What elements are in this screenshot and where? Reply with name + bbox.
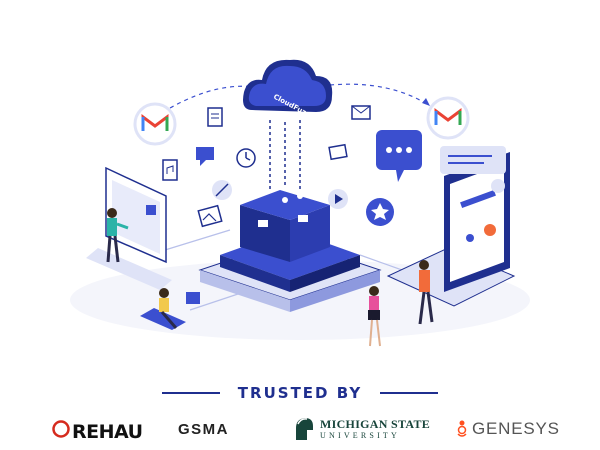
audio-file-icon xyxy=(162,159,178,181)
michigan-state-logo: MICHIGAN STATE UNIVERSITY xyxy=(293,414,430,444)
cloud-migration-illustration: CloudFuze xyxy=(70,59,530,347)
rehau-mark-icon xyxy=(52,420,70,438)
clock-icon xyxy=(236,148,256,168)
sync-path-right xyxy=(329,83,431,107)
laptop xyxy=(386,146,516,307)
gmail-icon xyxy=(133,102,177,146)
feather-icon xyxy=(212,180,232,200)
genesys-wordmark: GENESYS xyxy=(472,419,560,438)
msu-line2: UNIVERSITY xyxy=(320,431,400,440)
gsma-wordmark: GSMA xyxy=(178,420,229,438)
client-logos: REHAU GSMA MICHIGAN STATE UNIVERSITY GEN… xyxy=(0,408,600,448)
divider-right xyxy=(380,392,439,394)
divider-left xyxy=(161,392,220,394)
rehau-wordmark: REHAU xyxy=(72,421,143,443)
mail-icon xyxy=(351,105,371,120)
server-stack xyxy=(198,190,382,312)
person-figure xyxy=(418,260,434,325)
video-icon xyxy=(328,189,348,209)
cloud-icon xyxy=(243,59,333,112)
spartan-helmet-icon xyxy=(296,418,313,440)
mail-icon xyxy=(328,143,348,161)
person-figure xyxy=(140,288,186,330)
rehau-logo: REHAU xyxy=(52,414,143,444)
genesys-logo: GENESYS xyxy=(456,414,560,444)
gsma-logo: GSMA xyxy=(178,414,229,444)
trusted-by-title: TRUSTED BY xyxy=(237,384,363,402)
person-figure xyxy=(368,286,381,347)
chat-icon xyxy=(186,292,200,304)
star-icon xyxy=(366,198,394,226)
gmail-icon xyxy=(426,96,470,140)
sync-path-left xyxy=(169,85,263,109)
genesys-mark-icon xyxy=(457,420,467,437)
document-icon xyxy=(207,107,223,127)
person-figure xyxy=(106,208,129,263)
image-icon xyxy=(197,204,223,228)
trusted-by-heading: TRUSTED BY xyxy=(0,378,600,408)
msu-line1: MICHIGAN STATE xyxy=(320,417,431,431)
chat-icon xyxy=(196,147,214,166)
chat-bubble-icon xyxy=(376,130,422,182)
